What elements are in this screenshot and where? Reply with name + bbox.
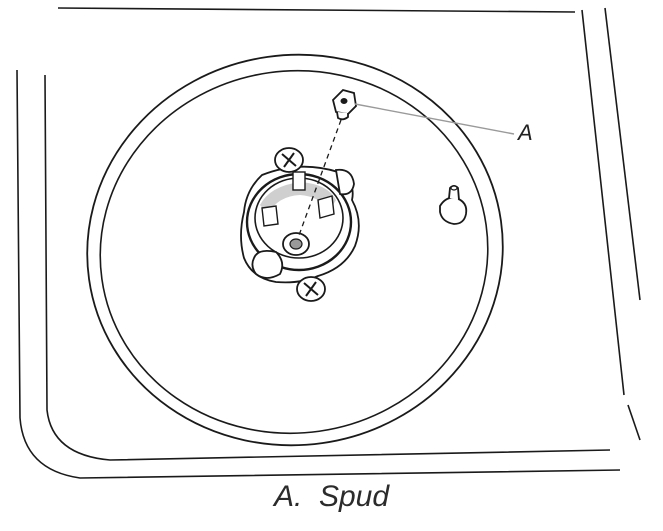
igniter — [439, 185, 468, 225]
caption-letter: A. — [273, 480, 303, 513]
screw-bottom-cross — [303, 281, 319, 297]
burner-base — [86, 53, 504, 447]
cooktop-panel — [16, 7, 641, 479]
panel-outer-edge — [16, 69, 621, 479]
burner-cup — [240, 165, 360, 284]
burner-cup-inner-shadow — [260, 182, 336, 214]
panel-back-edge-top — [57, 7, 576, 13]
spud-thread — [336, 111, 349, 121]
burner-cup-lower-lobe — [251, 249, 284, 279]
figure-caption: A. Spud — [0, 482, 663, 512]
panel-right-lower-edge — [627, 404, 641, 441]
burner-base-inner-ring — [99, 69, 489, 435]
panel-right-edge-inner — [604, 7, 641, 301]
burner-cup-slot-right — [317, 195, 335, 219]
spud-hole — [340, 98, 348, 104]
panel-inner-edge — [44, 74, 611, 461]
burner-cup-slot-left — [261, 205, 279, 227]
mounting-screw-bottom — [296, 276, 326, 302]
callout-label-a: A — [518, 120, 533, 145]
burner-cup-right-lobe — [334, 168, 355, 196]
igniter-tip-top — [450, 185, 458, 191]
burner-base-outer-ring — [86, 53, 504, 447]
panel-right-edge-outer — [581, 9, 625, 396]
spud-install-path — [297, 119, 342, 239]
spud — [332, 88, 357, 121]
mounting-screw-top — [274, 147, 304, 173]
orifice-hole-inner — [289, 238, 303, 250]
igniter-base — [439, 196, 468, 225]
caption-label: Spud — [318, 480, 390, 513]
callout-leader-line — [354, 103, 515, 135]
screw-top-cross — [281, 152, 297, 168]
burner-cup-slot-top — [292, 171, 306, 191]
